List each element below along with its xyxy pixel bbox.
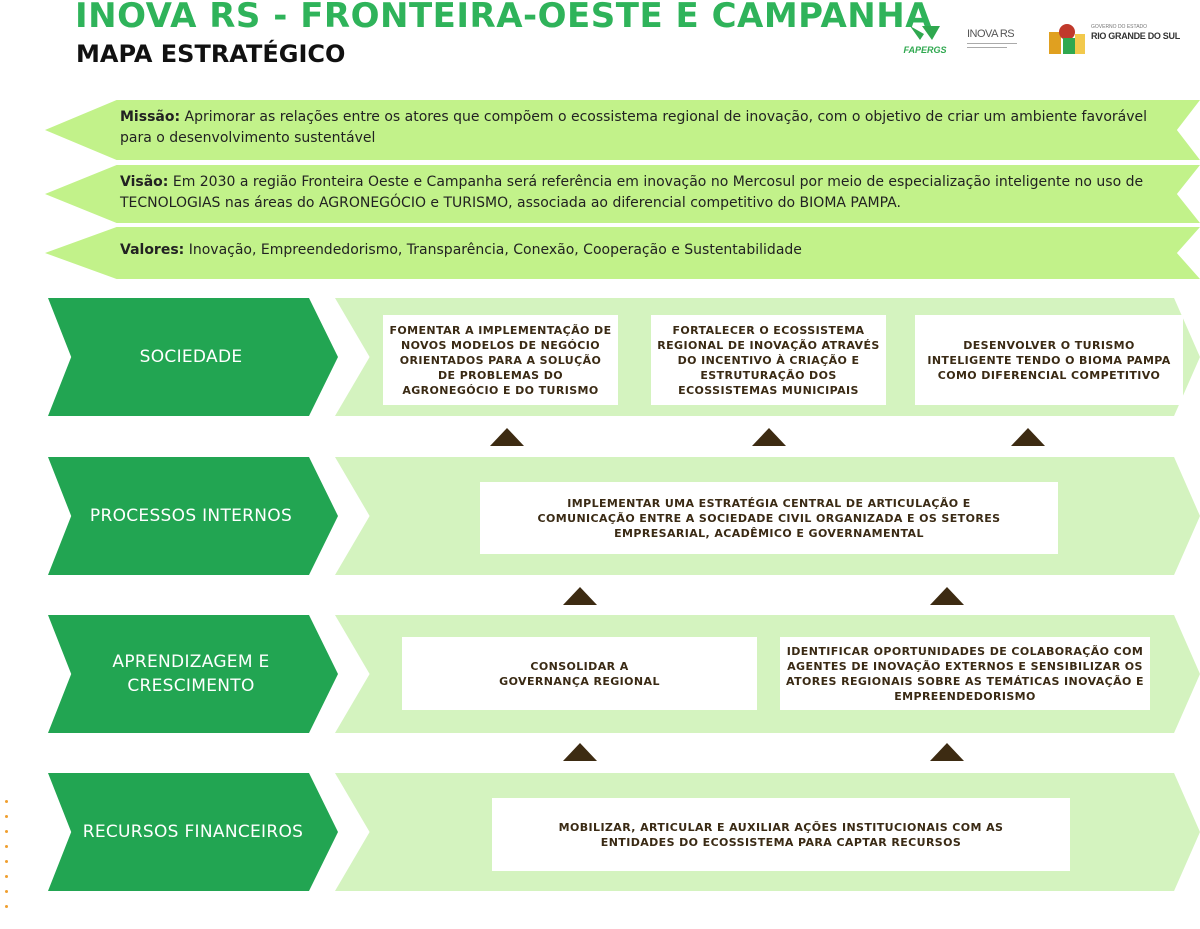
row-head-processos: PROCESSOS INTERNOS <box>48 457 338 575</box>
arrow-up-icon <box>563 587 597 605</box>
objective-recursos-1: MOBILIZAR, ARTICULAR E AUXILIAR AÇÕES IN… <box>492 798 1070 871</box>
governo-small-text: GOVERNO DO ESTADO <box>1091 24 1148 30</box>
missao-banner: Missão: Aprimorar as relações entre os a… <box>45 100 1200 160</box>
governo-rs-mark-icon <box>1049 24 1085 54</box>
visao-label: Visão: <box>120 174 169 190</box>
objective-sociedade-3: DESENVOLVER O TURISMO INTELIGENTE TENDO … <box>915 315 1183 405</box>
arrow-up-icon <box>752 428 786 446</box>
objective-aprendizagem-2: IDENTIFICAR OPORTUNIDADES DE COLABORAÇÃO… <box>780 637 1150 710</box>
arrow-up-icon <box>930 743 964 761</box>
governo-main-text: RIO GRANDE DO SUL <box>1091 31 1180 41</box>
page-subtitle: MAPA ESTRATÉGICO <box>76 40 346 68</box>
missao-body: Aprimorar as relações entre os atores qu… <box>120 109 1148 146</box>
inovars-logo-lines-2 <box>967 47 1007 48</box>
row-label-processos: PROCESSOS INTERNOS <box>89 506 293 526</box>
row-label-aprendizagem-line2: CRESCIMENTO <box>127 676 255 696</box>
row-head-recursos: RECURSOS FINANCEIROS <box>48 773 338 891</box>
objective-sociedade-2: FORTALECER O ECOSSISTEMA REGIONAL DE INO… <box>651 315 886 405</box>
inovars-logo-text: INOVA RS <box>967 28 1015 40</box>
row-head-sociedade: SOCIEDADE <box>48 298 338 416</box>
fapergs-logo-text: FAPERGS <box>903 45 947 55</box>
page-title: INOVA RS - FRONTEIRA-OESTE E CAMPANHA <box>75 0 933 36</box>
objective-sociedade-1: FOMENTAR A IMPLEMENTAÇÃO DE NOVOS MODELO… <box>383 315 618 405</box>
valores-label: Valores: <box>120 242 185 258</box>
valores-banner: Valores: Inovação, Empreendedorismo, Tra… <box>45 227 1200 279</box>
valores-text: Valores: Inovação, Empreendedorismo, Tra… <box>120 240 1160 261</box>
visao-banner: Visão: Em 2030 a região Fronteira Oeste … <box>45 165 1200 223</box>
visao-body: Em 2030 a região Fronteira Oeste e Campa… <box>120 174 1144 211</box>
row-head-aprendizagem: APRENDIZAGEM E CRESCIMENTO <box>48 615 338 733</box>
arrow-up-icon <box>1011 428 1045 446</box>
row-label-aprendizagem: APRENDIZAGEM E CRESCIMENTO <box>78 615 304 733</box>
fapergs-logo: FAPERGS <box>895 24 955 55</box>
valores-body: Inovação, Empreendedorismo, Transparênci… <box>188 242 802 258</box>
logo-strip: FAPERGS INOVA RS GOVERNO DO ESTADO RIO G… <box>895 20 1195 75</box>
row-label-recursos: RECURSOS FINANCEIROS <box>82 822 304 842</box>
objective-aprendizagem-1: CONSOLIDAR A GOVERNANÇA REGIONAL <box>402 637 757 710</box>
inovars-logo-lines <box>967 43 1017 44</box>
visao-text: Visão: Em 2030 a região Fronteira Oeste … <box>120 172 1160 214</box>
row-label-aprendizagem-line1: APRENDIZAGEM E <box>112 652 270 672</box>
fapergs-mark-icon <box>910 26 940 40</box>
objective-processos-1: IMPLEMENTAR UMA ESTRATÉGIA CENTRAL DE AR… <box>480 482 1058 554</box>
row-label-sociedade: SOCIEDADE <box>139 347 243 367</box>
decorative-dots <box>5 800 9 920</box>
arrow-up-icon <box>563 743 597 761</box>
missao-label: Missão: <box>120 109 181 125</box>
inovars-logo: INOVA RS <box>967 28 1037 48</box>
arrow-up-icon <box>930 587 964 605</box>
arrow-up-icon <box>490 428 524 446</box>
missao-text: Missão: Aprimorar as relações entre os a… <box>120 107 1160 149</box>
